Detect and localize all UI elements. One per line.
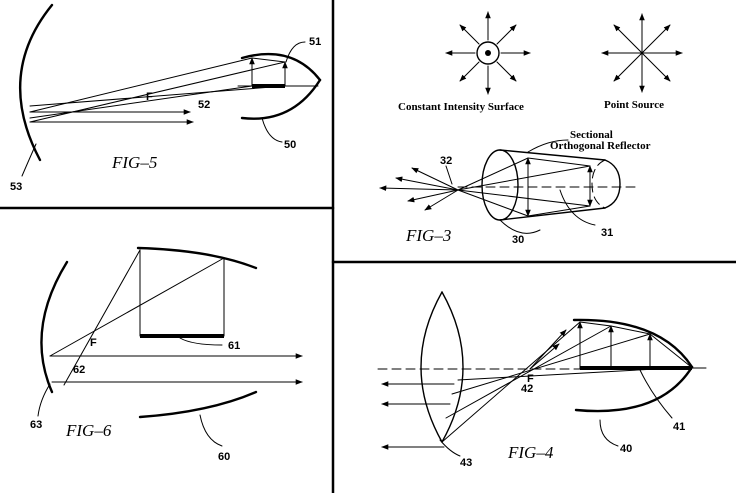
fig6-label-60: 60 bbox=[218, 451, 230, 463]
fig3-leader-32 bbox=[445, 165, 453, 185]
fig6-label-63: 63 bbox=[30, 419, 42, 431]
fig6-reflector-upper bbox=[136, 246, 258, 270]
fig4-chord-3 bbox=[649, 333, 691, 367]
fig5-label-52: 52 bbox=[198, 99, 210, 111]
fig4-ray-2 bbox=[445, 325, 612, 419]
fig5-leader-51 bbox=[285, 41, 306, 63]
fig3-caption-reflector-1: Sectional bbox=[570, 129, 613, 141]
fig3-caption-reflector-2: Orthogonal Reflector bbox=[550, 140, 651, 152]
fig4-ray-4 bbox=[457, 366, 693, 381]
fig6-label-61: 61 bbox=[228, 340, 240, 352]
fig3-caption-leader bbox=[527, 139, 569, 153]
fig6-lens-arc bbox=[40, 260, 69, 394]
fig5-ray-2 bbox=[29, 61, 286, 123]
fig4-title: FIG–4 bbox=[507, 443, 554, 462]
fig5-ray-1 bbox=[29, 57, 253, 113]
fig3-title: FIG–3 bbox=[405, 226, 451, 245]
fig6-leader-61 bbox=[179, 337, 223, 346]
fig6-title: FIG–6 bbox=[65, 421, 112, 440]
fig5-ray-4 bbox=[29, 85, 286, 107]
fig5-title: FIG–5 bbox=[111, 153, 157, 172]
fig3-leader-30 bbox=[499, 219, 541, 234]
fig5-top-chord bbox=[251, 57, 286, 63]
fig5-reflector-lower bbox=[240, 78, 322, 120]
fig6-leader-60 bbox=[199, 414, 223, 447]
point-source-icon bbox=[601, 13, 683, 93]
fig4-focus-ray-2 bbox=[529, 343, 560, 370]
fig4-focus-ray-1 bbox=[529, 329, 567, 370]
fig6-ray-2 bbox=[49, 257, 225, 357]
fig4-chord-1 bbox=[579, 321, 612, 327]
fig5-lens-arc bbox=[18, 3, 54, 162]
fig3-label-31: 31 bbox=[601, 227, 613, 239]
fig6-leader-63 bbox=[37, 383, 51, 417]
fig3-label-30: 30 bbox=[512, 234, 524, 246]
fig4-lens-right bbox=[441, 291, 464, 443]
fig6-reflector-lower bbox=[138, 390, 258, 419]
fig3-reflector bbox=[379, 149, 641, 221]
fig3-caption-constant: Constant Intensity Surface bbox=[398, 101, 524, 113]
fig5-label-51: 51 bbox=[309, 36, 321, 48]
fig4-label-42: 42 bbox=[521, 383, 533, 395]
fig4-label-focus: F bbox=[527, 373, 534, 385]
fig5-panel: F 51 52 50 53 FIG–5 bbox=[10, 3, 322, 193]
fig4-lens-left bbox=[420, 291, 443, 443]
fig6-label-focus: F bbox=[90, 337, 97, 349]
fig4-panel: F 42 41 40 43 FIG–4 bbox=[377, 291, 707, 469]
fig3-leader-31 bbox=[559, 189, 596, 226]
fig4-chord-2 bbox=[610, 325, 651, 335]
fig4-label-40: 40 bbox=[620, 443, 632, 455]
fig4-label-41: 41 bbox=[673, 421, 685, 433]
fig5-label-focus: F bbox=[146, 91, 153, 103]
fig6-panel: F 62 61 63 60 FIG–6 bbox=[30, 246, 303, 463]
fig4-reflector-lower bbox=[574, 365, 694, 413]
fig3-label-32: 32 bbox=[440, 155, 452, 167]
fig4-leader-41 bbox=[639, 369, 673, 419]
fig5-leader-50 bbox=[261, 117, 283, 143]
fig4-leader-43 bbox=[439, 439, 461, 457]
fig4-label-43: 43 bbox=[460, 457, 472, 469]
fig4-ray-3 bbox=[451, 333, 651, 395]
fig6-ray-1 bbox=[63, 249, 141, 386]
fig4-reflector-upper bbox=[572, 318, 694, 369]
fig3-panel: Constant Intensity Surface Point Source … bbox=[379, 11, 683, 246]
fig6-label-62: 62 bbox=[73, 364, 85, 376]
fig4-leader-40 bbox=[599, 419, 619, 447]
fig5-leader-53 bbox=[21, 143, 37, 177]
fig5-label-50: 50 bbox=[284, 139, 296, 151]
constant-intensity-icon bbox=[445, 11, 531, 95]
fig5-label-53: 53 bbox=[10, 181, 22, 193]
fig3-caption-point: Point Source bbox=[604, 99, 664, 111]
fig5-reflector-upper bbox=[240, 52, 322, 82]
